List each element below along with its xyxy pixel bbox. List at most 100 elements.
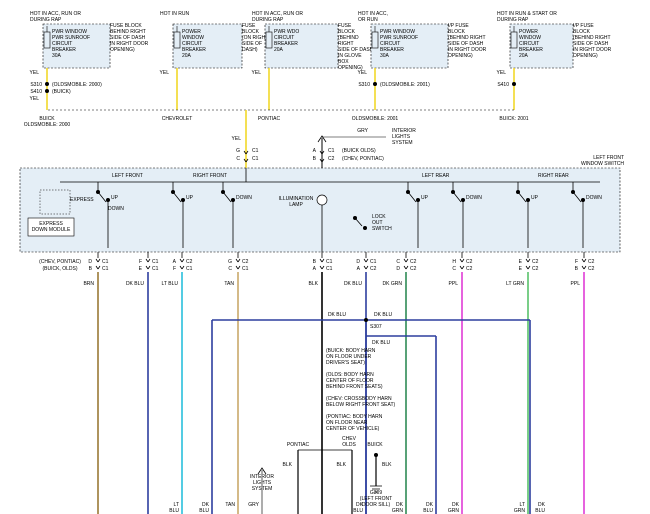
splice-location-note: (OLDS: BODY HARN bbox=[326, 372, 374, 378]
fuse-label: WINDOW bbox=[182, 35, 204, 41]
model-caption: PONTIAC bbox=[258, 116, 281, 122]
source-header: HOT IN ACC, bbox=[358, 11, 388, 17]
bottom-wire-label: DK bbox=[538, 502, 546, 508]
fuse-location: RIGHT bbox=[338, 41, 354, 47]
connector-mark bbox=[97, 265, 101, 270]
connector-id: C1 bbox=[242, 266, 249, 272]
connector-id: C2 bbox=[186, 259, 193, 265]
fuse-location: OPENING) bbox=[573, 53, 598, 59]
connector-mark bbox=[461, 258, 465, 263]
connector-note: (CHEV, PONTIAC) bbox=[342, 156, 384, 162]
wire-color-label: DK BLU bbox=[344, 281, 362, 287]
bottom-wire-label: GRY bbox=[248, 502, 259, 508]
fuse-label: WINDOW bbox=[519, 35, 541, 41]
splice-location-note: (CHEV: CROSSBODY HARN bbox=[326, 396, 392, 402]
connector-mark bbox=[459, 265, 463, 270]
fuse-location: SIDE OF DASH bbox=[573, 41, 609, 47]
ground-icon bbox=[370, 485, 382, 493]
section-label: RIGHT REAR bbox=[538, 173, 569, 179]
splice-location-note: ON FLOOR NEAR bbox=[326, 420, 368, 426]
ground-location: (LEFT FRONT bbox=[360, 496, 392, 502]
pin-letter: E bbox=[519, 259, 523, 265]
bottom-wire-label: DK bbox=[202, 502, 210, 508]
model-caption: OLDSMOBILE: 2001 bbox=[352, 116, 399, 122]
switch-label: UP bbox=[531, 195, 539, 201]
source-header: HOT IN ACC, RUN OR bbox=[252, 11, 303, 17]
fuse-location: IN RIGHT DOOR bbox=[110, 41, 149, 47]
fuse-location: (BEHIND RIGHT bbox=[573, 35, 611, 41]
destination-label: LIGHTS bbox=[392, 134, 411, 140]
pin-letter: G bbox=[236, 148, 240, 154]
model-label: OLDS bbox=[342, 442, 356, 448]
connector-mark bbox=[405, 265, 409, 270]
splice-label: S310 bbox=[30, 82, 42, 88]
connector-mark bbox=[403, 258, 407, 263]
pin-letter: C bbox=[452, 266, 456, 272]
connector-id: C2 bbox=[370, 266, 377, 272]
connector-mark bbox=[179, 265, 183, 270]
fuse-location: (ON RIGHT bbox=[242, 35, 268, 41]
splice-dot bbox=[353, 216, 357, 220]
connector-mark bbox=[95, 265, 99, 270]
fuse-label: 20A bbox=[182, 53, 192, 59]
connector-id: C1 bbox=[152, 259, 159, 265]
connector-mark bbox=[363, 265, 367, 270]
fuse-location: BLOCK bbox=[448, 29, 466, 35]
row-note: (CHEV, PONTIAC) bbox=[39, 259, 81, 265]
switch-title: LEFT FRONT bbox=[593, 155, 624, 161]
fuse-label: CIRCUIT bbox=[380, 41, 400, 47]
connector-id: C2 bbox=[466, 266, 473, 272]
splice-note: (BUICK) bbox=[52, 89, 71, 95]
source-header: HOT IN ACC, RUN OR bbox=[30, 11, 81, 17]
fuse-label: BREAKER bbox=[380, 47, 404, 53]
connector-id: C1 bbox=[102, 259, 109, 265]
connector-mark bbox=[147, 265, 151, 270]
ground-label: G309 bbox=[370, 490, 382, 496]
connector-mark bbox=[245, 158, 249, 163]
fuse-label: BREAKER bbox=[182, 47, 206, 53]
wire-color-label: YEL bbox=[232, 136, 242, 142]
wire-color-label: LT GRN bbox=[506, 281, 524, 287]
wire-color-label: TAN bbox=[224, 281, 234, 287]
connector-id: C2 bbox=[532, 259, 539, 265]
wire-color-label: BRN bbox=[83, 281, 94, 287]
pin-letter: E bbox=[519, 266, 523, 272]
splice-label: S307 bbox=[370, 324, 382, 330]
fuse-block-box bbox=[509, 23, 574, 69]
connector-id: C1 bbox=[252, 148, 259, 154]
switch-contact bbox=[172, 191, 182, 203]
fuse-label: CIRCUIT bbox=[182, 41, 202, 47]
pin-letter: D bbox=[88, 259, 92, 265]
connector-id: C2 bbox=[588, 266, 595, 272]
connector-mark bbox=[319, 265, 323, 270]
fuse-location: SIDE OF DASH bbox=[448, 41, 484, 47]
connector-mark bbox=[525, 258, 529, 263]
bottom-wire-label: DK bbox=[452, 502, 460, 508]
switch-contact bbox=[407, 191, 417, 203]
module-label: EXPRESS bbox=[39, 221, 63, 227]
pin-letter: A bbox=[313, 266, 317, 272]
fuse-location: IN RIGHT DOOR bbox=[573, 47, 612, 53]
pin-letter: G bbox=[228, 259, 232, 265]
connector-mark bbox=[147, 258, 151, 263]
wire-color-label: DK BLU bbox=[328, 312, 346, 318]
connector-mark bbox=[527, 265, 531, 270]
source-header: DURING RAP bbox=[252, 17, 284, 23]
fuse-label: BREAKER bbox=[274, 41, 298, 47]
connector-id: C1 bbox=[152, 266, 159, 272]
connector-id: C2 bbox=[466, 259, 473, 265]
fuse-label: PWR WINDOW bbox=[380, 29, 415, 35]
connector-id: C1 bbox=[186, 266, 193, 272]
switch-label: EXPRESS bbox=[70, 197, 94, 203]
fuse-label: 20A bbox=[519, 53, 529, 59]
connector-mark bbox=[321, 258, 325, 263]
wire-color-label: YEL bbox=[358, 70, 368, 76]
splice-s307 bbox=[364, 318, 368, 322]
connector-id: C1 bbox=[326, 266, 333, 272]
destination-label: SYSTEM bbox=[392, 140, 413, 146]
fuse-label: CIRCUIT bbox=[52, 41, 72, 47]
connector-mark bbox=[245, 150, 249, 155]
fuse-location: SIDE OF bbox=[242, 41, 262, 47]
pin-letter: A bbox=[313, 148, 317, 154]
fuse-location: BLOCK bbox=[338, 29, 356, 35]
